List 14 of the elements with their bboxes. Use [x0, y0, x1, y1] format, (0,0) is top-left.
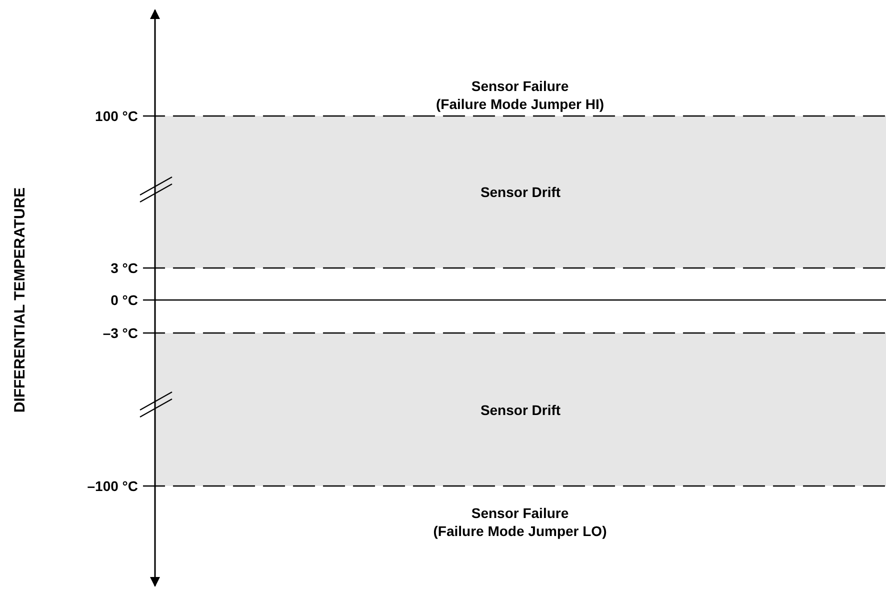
shaded-band	[155, 333, 886, 486]
band-label: Sensor Drift	[480, 402, 561, 418]
tick-label: 0 °C	[110, 292, 138, 308]
tick-label: –100 °C	[87, 478, 138, 494]
region-note: (Failure Mode Jumper HI)	[436, 96, 604, 112]
region-note: (Failure Mode Jumper LO)	[433, 523, 607, 539]
region-label: Sensor Failure	[471, 505, 569, 521]
axis-title: DIFFERENTIAL TEMPERATURE	[12, 187, 28, 413]
region-label: Sensor Failure	[471, 78, 569, 94]
band-label: Sensor Drift	[480, 184, 561, 200]
tick-label: 3 °C	[110, 260, 138, 276]
tick-label: 100 °C	[95, 108, 138, 124]
tick-label: –3 °C	[102, 325, 138, 341]
shaded-band	[155, 116, 886, 268]
